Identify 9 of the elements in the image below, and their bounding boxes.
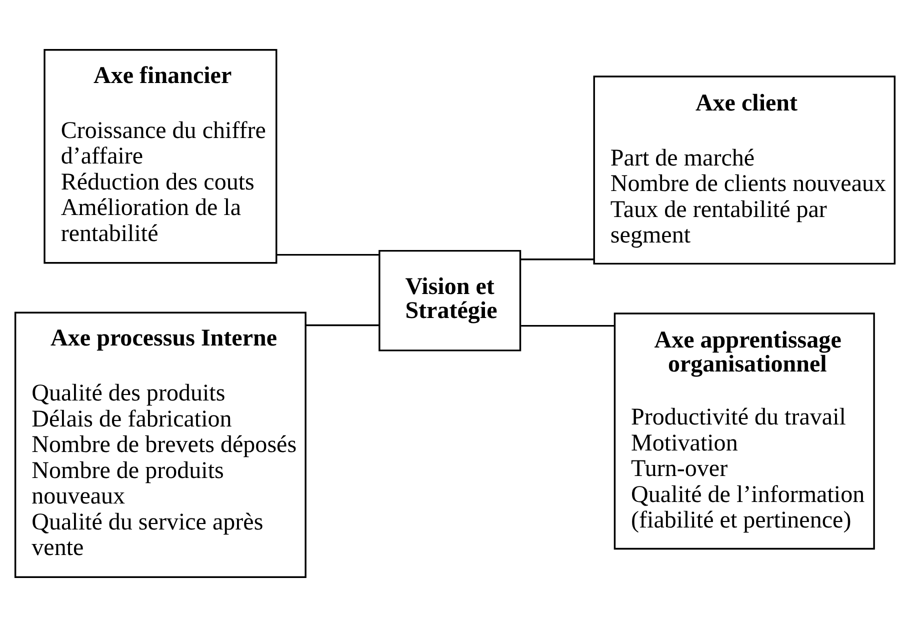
connector — [306, 324, 379, 326]
connector — [276, 254, 379, 256]
node-box: Axe apprentissage organisationnel Productivité du travail Motivation Turn-over Qualité de l’information (fiabilité et pertinence) — [614, 312, 875, 550]
node-box: Axe client Part de marché Nombre de clients nouveaux Taux de rentabilité par segment — [593, 76, 896, 265]
connector — [520, 258, 594, 260]
node-box: Axe processus Interne Qualité des produits Délais de fabrication Nombre de brevets déposés Nombre de produits nouveaux Qualité du service après vente — [14, 312, 306, 578]
connector — [521, 324, 614, 327]
node-box: Vision et Stratégie — [378, 250, 522, 352]
node-box: Axe financier Croissance du chiffre d’affaire Réduction des couts Amélioration de la rentabilité — [44, 49, 278, 264]
